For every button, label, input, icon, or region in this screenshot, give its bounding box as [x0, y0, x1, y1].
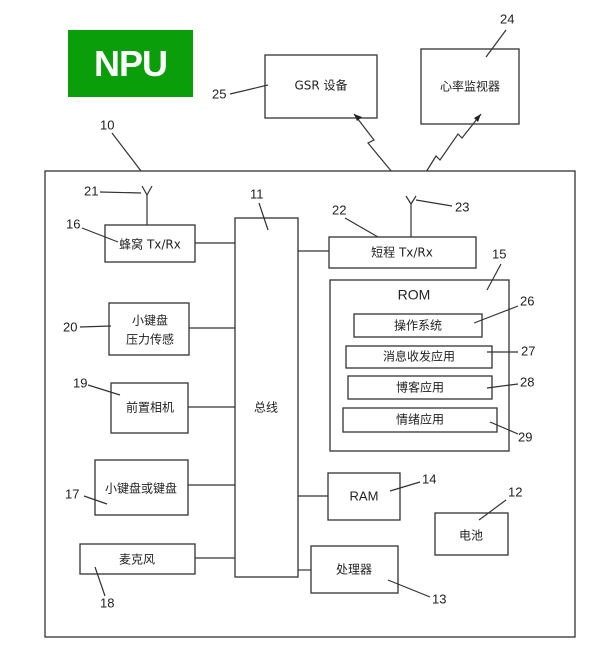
leader-line [485, 29, 507, 58]
leader-line [486, 383, 519, 389]
leader-line [478, 499, 507, 521]
leader-line [94, 566, 106, 597]
leader-line [111, 132, 142, 172]
operating-system: 操作系统 [353, 313, 483, 338]
keypad-pressure-sensor-label-2: 压力传感 [126, 332, 174, 347]
cellular-txrx: 蜂窝 Tx/Rx [104, 224, 196, 263]
ref-27: 27 [521, 343, 535, 358]
ram: RAM [327, 472, 401, 521]
gsr-device-label: GSR 设备 [294, 79, 347, 93]
blog-app-label: 博客应用 [396, 380, 444, 395]
microphone: 麦克风 [79, 543, 196, 575]
ref-14: 14 [422, 471, 436, 486]
ref-22: 22 [332, 202, 346, 217]
heart-rate-monitor-label: 心率监视器 [440, 79, 500, 94]
front-camera-label: 前置相机 [126, 400, 174, 415]
front-camera: 前置相机 [110, 382, 189, 434]
short-range-antenna-icon [405, 195, 417, 237]
leader-line [387, 579, 431, 598]
bus-label: 总线 [254, 401, 278, 415]
ref-20: 20 [63, 319, 77, 334]
messaging-app-label: 消息收发应用 [383, 349, 455, 364]
leader-line [81, 227, 119, 243]
ref-15: 15 [492, 246, 506, 261]
short-range-txrx-label: 短程 Tx/Rx [371, 245, 433, 260]
keypad-pressure-sensor-label-1: 小键盘 [132, 313, 168, 328]
emotion-app: 情绪应用 [342, 407, 498, 433]
leader-line [489, 421, 519, 435]
ref-10: 10 [100, 117, 114, 132]
ref-21: 21 [84, 183, 98, 198]
battery: 电池 [434, 512, 509, 556]
leader-line [473, 305, 519, 324]
rom-label: ROM [398, 287, 431, 303]
leader-line [415, 199, 453, 207]
ref-26: 26 [520, 293, 534, 308]
ref-16: 16 [66, 216, 80, 231]
battery-label: 电池 [459, 529, 483, 543]
leader-line [344, 217, 379, 238]
cellular-txrx-label: 蜂窝 Tx/Rx [119, 237, 181, 252]
ref-12: 12 [508, 484, 522, 499]
ref-19: 19 [73, 375, 87, 390]
ref-24: 24 [500, 11, 514, 26]
short-range-txrx: 短程 Tx/Rx [328, 236, 477, 269]
processor-label: 处理器 [336, 563, 372, 577]
leader-line [87, 384, 121, 396]
ref-13: 13 [432, 591, 446, 606]
bus: 总线 [234, 217, 299, 578]
leader-line [83, 495, 108, 505]
ref-23: 23 [455, 199, 469, 214]
leader-line [79, 325, 112, 328]
gsr-device: GSR 设备 [264, 54, 378, 119]
processor: 处理器 [310, 545, 399, 594]
blog-app: 博客应用 [347, 375, 493, 400]
keypad-or-keyboard-label: 小键盘或键盘 [105, 481, 177, 496]
leader-line [99, 191, 142, 194]
npu-logo: NPU [68, 30, 193, 97]
ref-11: 11 [250, 186, 264, 201]
leader-line [229, 84, 269, 95]
leader-line [389, 481, 421, 492]
ref-28: 28 [520, 374, 534, 389]
ref-29: 29 [518, 429, 532, 444]
logo-text: NPU [93, 42, 168, 84]
leader-line [486, 263, 502, 291]
leader-line [258, 202, 269, 231]
operating-system-label: 操作系统 [394, 318, 442, 333]
heart-rate-monitor: 心率监视器 [420, 48, 520, 125]
ref-25: 25 [212, 86, 226, 101]
cellular-antenna-icon [141, 185, 153, 225]
microphone-label: 麦克风 [119, 553, 155, 567]
keypad-pressure-sensor: 小键盘 压力传感 [108, 302, 190, 356]
emotion-app-label: 情绪应用 [396, 412, 444, 427]
keypad-or-keyboard: 小键盘或键盘 [94, 459, 189, 516]
ref-18: 18 [100, 595, 114, 610]
ref-17: 17 [65, 486, 79, 501]
messaging-app: 消息收发应用 [345, 345, 493, 369]
ram-label: RAM [350, 488, 379, 503]
